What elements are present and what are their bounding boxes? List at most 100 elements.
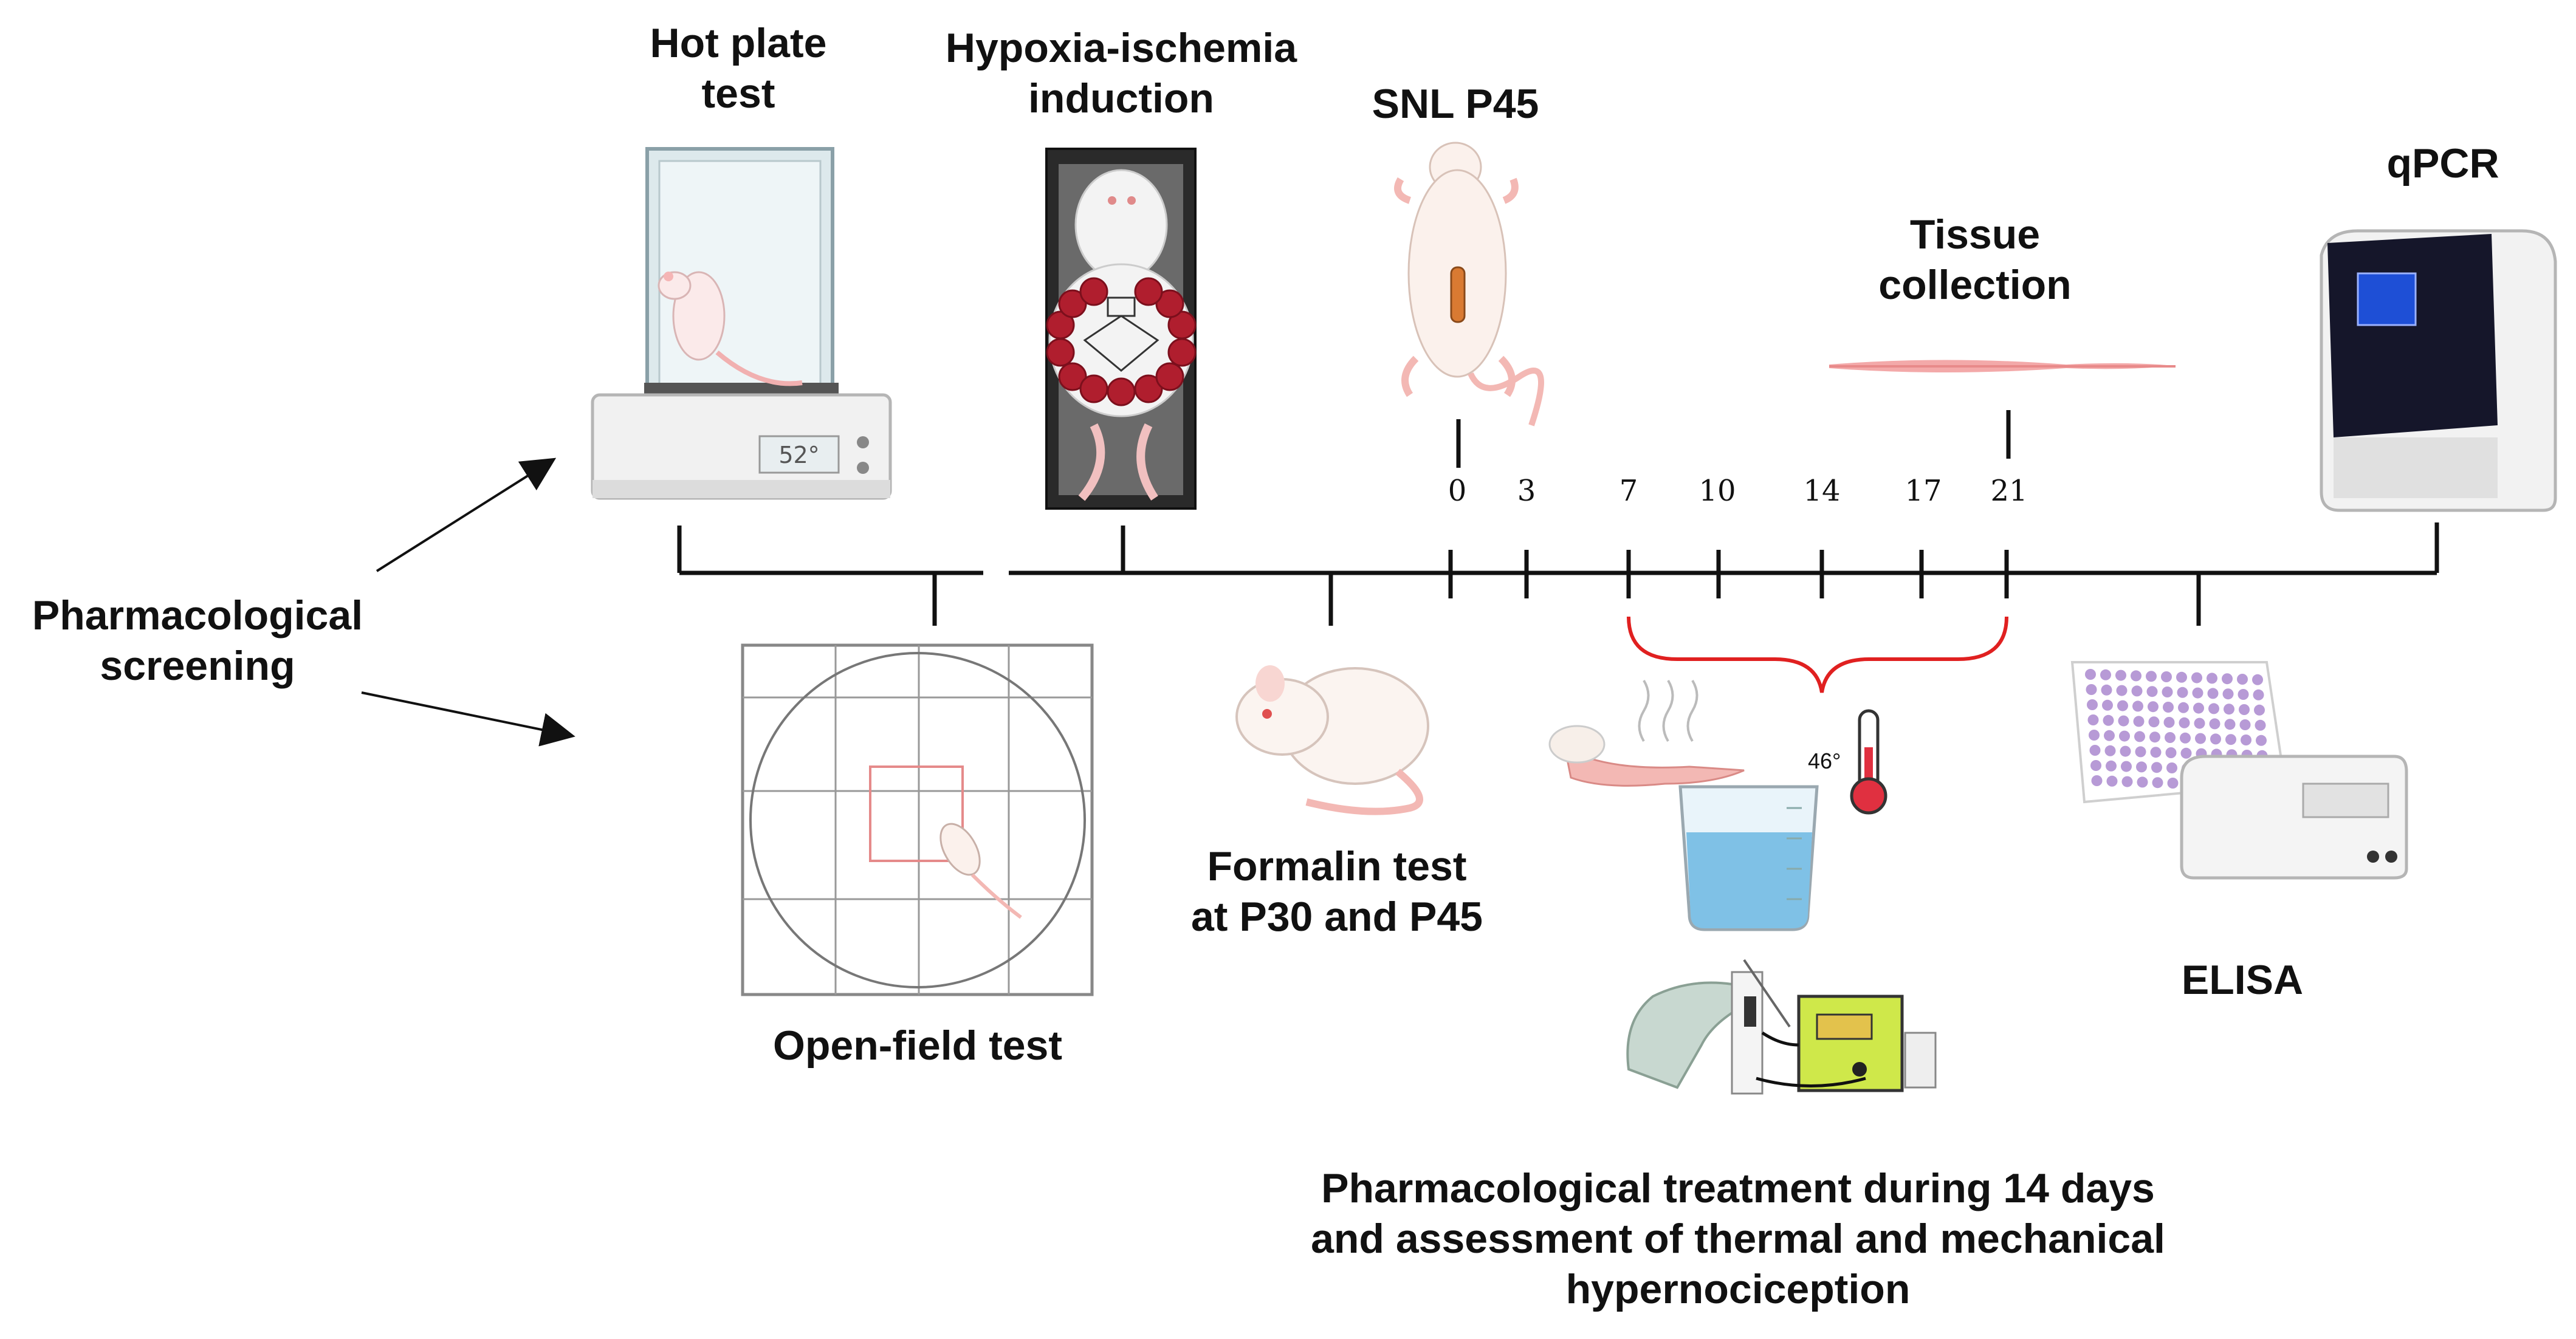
elisa-well <box>2195 733 2206 744</box>
day-tick-0: 0 <box>1448 474 1467 508</box>
elisa-well <box>2194 717 2205 729</box>
day-tick-14: 14 <box>1803 474 1841 508</box>
hot-plate-icon <box>591 147 892 500</box>
elisa-well <box>2179 717 2190 728</box>
hot-plate-test-label: Hot plate test <box>650 20 827 117</box>
mechanical-test-apparatus-icon <box>1626 959 1937 1095</box>
elisa-well <box>2086 684 2097 695</box>
elisa-well <box>2222 673 2233 685</box>
elisa-well <box>2148 701 2159 713</box>
elisa-well <box>2208 703 2219 714</box>
day-tick-7: 7 <box>1619 474 1638 508</box>
paw-heat-icon <box>1548 679 1745 787</box>
tissue-collection-label: Tissue collection <box>1878 211 2072 308</box>
elisa-well <box>2165 732 2176 743</box>
elisa-well <box>2207 673 2217 684</box>
elisa-well <box>2166 762 2177 773</box>
formalin-test-label: Formalin test at P30 and P45 <box>1190 843 1483 940</box>
elisa-well <box>2210 733 2221 745</box>
snl-p45-label: SNL P45 <box>1372 81 1539 127</box>
timeline <box>677 410 2439 626</box>
elisa-well <box>2085 669 2096 680</box>
elisa-well <box>2102 699 2113 711</box>
elisa-well <box>2134 731 2145 742</box>
elisa-well <box>2162 687 2173 697</box>
elisa-well <box>2163 717 2175 728</box>
elisa-plate-reader-icon <box>2070 661 2408 880</box>
tissue-sample-icon <box>1829 360 2176 372</box>
elisa-well <box>2256 735 2267 746</box>
elisa-well <box>2163 702 2174 713</box>
qpcr-machine-icon <box>2320 229 2557 512</box>
elisa-well <box>2180 732 2191 744</box>
elisa-well <box>2106 775 2118 787</box>
elisa-well <box>2104 745 2116 756</box>
elisa-well <box>2089 730 2100 741</box>
treatment-brace <box>1627 616 2008 693</box>
elisa-well <box>2222 688 2234 700</box>
elisa-well <box>2100 669 2111 680</box>
elisa-well <box>2131 670 2142 682</box>
elisa-well <box>2193 702 2204 714</box>
elisa-well <box>2104 730 2115 741</box>
formalin-rat-icon <box>1235 665 1429 815</box>
elisa-well <box>2101 684 2112 696</box>
elisa-well <box>2209 718 2221 730</box>
elisa-well <box>2119 730 2130 742</box>
elisa-well <box>2135 746 2146 758</box>
hypoxia-ischemia-label: Hypoxia-ischemia induction <box>945 25 1297 122</box>
elisa-well <box>2239 719 2251 730</box>
elisa-well <box>2118 715 2129 727</box>
arrow-to-hot-plate <box>376 457 557 572</box>
temperature-label: 46° <box>1808 748 1841 773</box>
pharmacological-screening-label: Pharmacological screening <box>32 592 363 689</box>
elisa-well <box>2148 716 2160 728</box>
elisa-well <box>2149 731 2160 743</box>
elisa-well <box>2178 702 2189 713</box>
day-tick-10: 10 <box>1698 474 1736 508</box>
elisa-well <box>2091 775 2103 786</box>
elisa-well <box>2224 719 2236 730</box>
treatment-description-label: Pharmacological treatment during 14 days… <box>1311 1165 2165 1312</box>
elisa-well <box>2238 689 2249 700</box>
elisa-well <box>2167 778 2179 789</box>
elisa-well <box>2252 674 2263 685</box>
elisa-well <box>2087 714 2099 725</box>
elisa-well <box>2106 760 2117 772</box>
arrow-to-open-field <box>361 691 575 747</box>
elisa-well <box>2103 714 2114 726</box>
elisa-well <box>2087 699 2098 710</box>
elisa-well <box>2225 734 2236 745</box>
elisa-well <box>2120 745 2131 757</box>
elisa-well <box>2180 747 2192 759</box>
elisa-well <box>2253 689 2264 700</box>
elisa-well <box>2241 735 2251 745</box>
elisa-well <box>2239 704 2250 715</box>
day-tick-21: 21 <box>1990 474 2028 508</box>
elisa-well <box>2165 747 2177 758</box>
thermometer-icon <box>1850 709 1887 815</box>
elisa-well <box>2131 685 2143 697</box>
elisa-well <box>2224 704 2234 715</box>
elisa-well <box>2146 686 2158 697</box>
elisa-well <box>2237 674 2248 685</box>
elisa-well <box>2177 687 2188 698</box>
hot-plate-display: 52° <box>778 442 819 468</box>
elisa-well <box>2133 716 2145 727</box>
elisa-well <box>2146 671 2157 682</box>
day-tick-17: 17 <box>1905 474 1942 508</box>
open-field-test-label: Open-field test <box>772 1022 1063 1069</box>
elisa-well <box>2115 670 2126 681</box>
elisa-well <box>2254 704 2265 716</box>
elisa-well <box>2191 672 2202 683</box>
elisa-well <box>2176 671 2187 683</box>
elisa-label: ELISA <box>2181 957 2304 1003</box>
hypoxia-ischemia-icon <box>1045 148 1197 510</box>
elisa-well <box>2192 687 2203 699</box>
elisa-well <box>2161 671 2172 682</box>
elisa-well <box>2117 700 2128 711</box>
elisa-well <box>2116 685 2128 696</box>
elisa-well <box>2207 688 2219 699</box>
elisa-well <box>2150 747 2162 758</box>
day-tick-3: 3 <box>1517 474 1536 508</box>
